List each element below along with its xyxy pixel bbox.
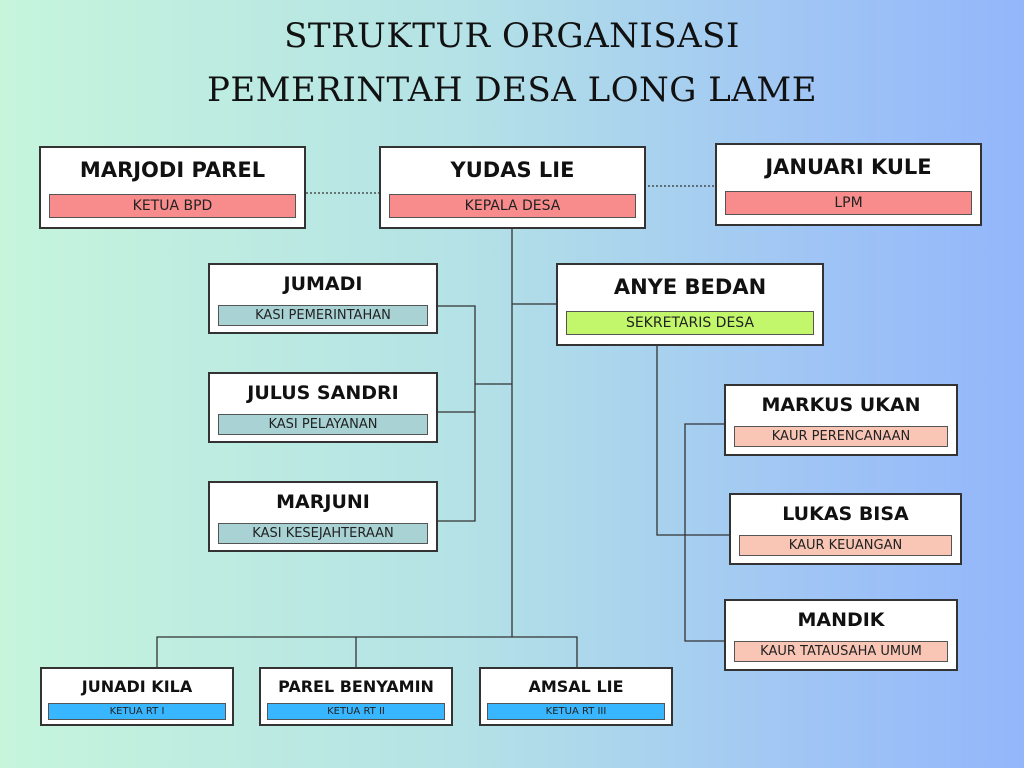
node-name: PAREL BENYAMIN [278, 677, 434, 696]
node-role: KEPALA DESA [389, 194, 636, 218]
node-kasi-pemerintahan: JUMADI KASI PEMERINTAHAN [208, 263, 438, 334]
node-role: KAUR TATAUSAHA UMUM [734, 641, 948, 662]
node-kasi-kesejahteraan: MARJUNI KASI KESEJAHTERAAN [208, 481, 438, 552]
node-name: MANDIK [797, 609, 885, 631]
node-name: MARJUNI [276, 491, 370, 513]
node-role: KASI KESEJAHTERAAN [218, 523, 428, 544]
node-name: JANUARI KULE [765, 155, 932, 179]
node-role: KAUR PERENCANAAN [734, 426, 948, 447]
node-role: KETUA RT I [48, 703, 226, 720]
node-name: ANYE BEDAN [613, 275, 767, 299]
node-role: LPM [725, 191, 972, 215]
node-kaur-keuangan: LUKAS BISA KAUR KEUANGAN [729, 493, 962, 565]
node-role: KAUR KEUANGAN [739, 535, 952, 556]
title-line-1: STRUKTUR ORGANISASI [284, 16, 740, 56]
node-name: YUDAS LIE [450, 158, 575, 182]
node-kasi-pelayanan: JULUS SANDRI KASI PELAYANAN [208, 372, 438, 443]
node-sekretaris-desa: ANYE BEDAN SEKRETARIS DESA [556, 263, 824, 346]
node-role: KETUA RT II [267, 703, 445, 720]
node-name: JUNADI KILA [81, 677, 193, 696]
node-ketua-rt-1: JUNADI KILA KETUA RT I [40, 667, 234, 726]
node-name: LUKAS BISA [782, 503, 909, 525]
node-ketua-bpd: MARJODI PAREL KETUA BPD [39, 146, 306, 229]
node-kaur-perencanaan: MARKUS UKAN KAUR PERENCANAAN [724, 384, 958, 456]
node-role: KETUA RT III [487, 703, 665, 720]
node-role: KASI PEMERINTAHAN [218, 305, 428, 326]
node-kaur-tatausaha-umum: MANDIK KAUR TATAUSAHA UMUM [724, 599, 958, 671]
node-lpm: JANUARI KULE LPM [715, 143, 982, 226]
node-ketua-rt-3: AMSAL LIE KETUA RT III [479, 667, 673, 726]
node-name: JULUS SANDRI [247, 382, 399, 404]
node-name: AMSAL LIE [528, 677, 624, 696]
connector-sekretaris-down [656, 345, 729, 536]
node-name: MARJODI PAREL [79, 158, 266, 182]
node-kepala-desa: YUDAS LIE KEPALA DESA [379, 146, 646, 229]
connector-rt-bar [156, 636, 578, 667]
node-role: KETUA BPD [49, 194, 296, 218]
node-ketua-rt-2: PAREL BENYAMIN KETUA RT II [259, 667, 453, 726]
connector-kaur-bracket [684, 423, 725, 642]
node-name: JUMADI [283, 273, 363, 295]
title-line-2: PEMERINTAH DESA LONG LAME [206, 70, 818, 110]
connector-kasi-bracket [437, 305, 476, 522]
node-role: KASI PELAYANAN [218, 414, 428, 435]
node-role: SEKRETARIS DESA [566, 311, 814, 335]
node-name: MARKUS UKAN [761, 394, 921, 416]
